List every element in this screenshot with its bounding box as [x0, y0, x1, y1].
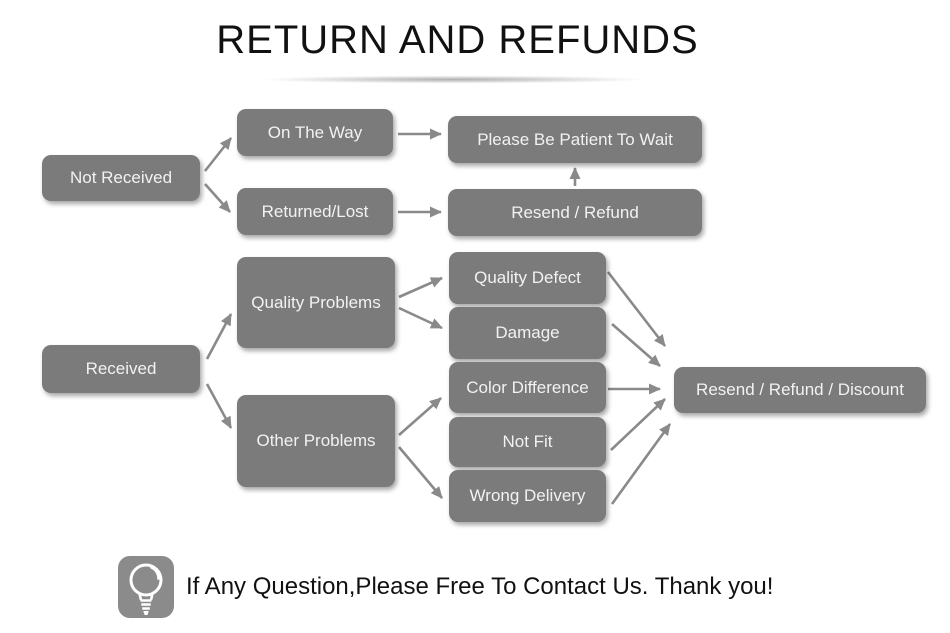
footer-text: If Any Question,Please Free To Contact U… — [186, 573, 774, 600]
node-on-the-way: On The Way — [237, 109, 393, 156]
flow-arrow-other_problems-to-wrong_delivery — [398, 446, 443, 499]
node-quality-defect: Quality Defect — [449, 252, 606, 304]
flow-arrow-damage-to-resend_refund_discount — [611, 323, 661, 367]
flow-arrow-quality_problems-to-damage — [398, 306, 443, 330]
flow-arrow-quality_defect-to-resend_refund_discount — [606, 271, 667, 347]
node-not-fit: Not Fit — [449, 417, 606, 467]
footer-note: If Any Question,Please Free To Contact U… — [118, 556, 773, 618]
flow-arrow-received-to-quality_problems — [205, 313, 233, 360]
node-not-received: Not Received — [42, 155, 200, 201]
page-title: RETURN AND REFUNDS — [216, 18, 699, 62]
node-please-be-patient: Please Be Patient To Wait — [448, 116, 702, 163]
flow-arrow-other_problems-to-color_difference — [398, 397, 442, 436]
flow-arrow-not_fit-to-resend_refund_discount — [610, 398, 666, 451]
node-damage: Damage — [449, 307, 606, 359]
node-resend-refund-discount: Resend / Refund / Discount — [674, 367, 926, 413]
node-color-difference: Color Difference — [449, 362, 606, 413]
flow-arrow-received-to-other_problems — [205, 383, 233, 429]
node-quality-problems: Quality Problems — [237, 257, 395, 348]
node-resend-refund: Resend / Refund — [448, 189, 702, 236]
node-wrong-delivery: Wrong Delivery — [449, 470, 606, 522]
title-divider — [196, 74, 710, 85]
flow-arrow-wrong_delivery-to-resend_refund_discount — [610, 423, 672, 505]
flow-arrow-not_received-to-on_the_way — [203, 137, 233, 172]
flow-arrow-quality_problems-to-quality_defect — [398, 276, 443, 299]
light-bulb-icon — [118, 556, 174, 618]
node-received: Received — [42, 345, 200, 393]
node-other-problems: Other Problems — [237, 395, 395, 487]
node-returned-lost: Returned/Lost — [237, 188, 393, 235]
flow-arrow-not_received-to-returned_lost — [204, 183, 231, 213]
